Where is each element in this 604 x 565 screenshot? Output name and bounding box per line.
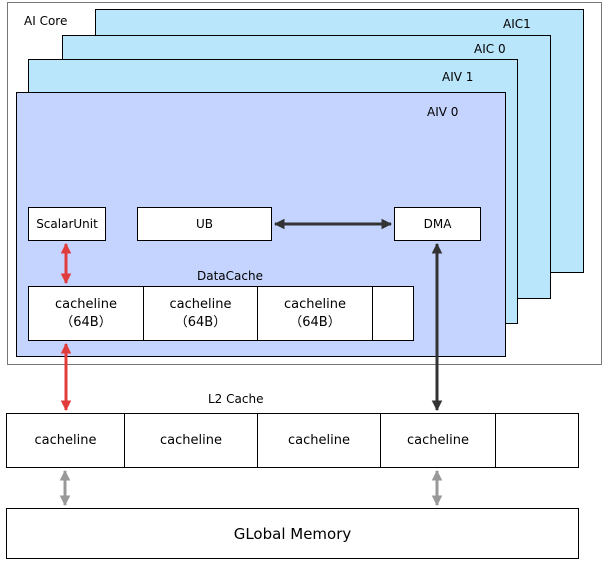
l2-cache-cell-name: cacheline [407,432,469,448]
ub-box: UB [137,207,272,241]
global-memory-box: GLobal Memory [6,508,579,559]
data-cache-cell-size: （64B） [60,314,112,330]
aic0-label: AIC 0 [474,42,506,56]
l2-cache-cell-name: cacheline [160,432,222,448]
data-cache-cell-size: （64B） [174,314,227,330]
ai-core-title: AI Core [24,14,68,28]
aiv0-label: AIV 0 [427,105,459,119]
data-cache-cell: cacheline （64B） [144,287,258,340]
data-cache-cell-size: （64B） [289,314,341,330]
data-cache-cell-name: cacheline [169,296,232,312]
ub-label: UB [195,217,213,231]
data-cache-cell-name: cacheline [55,296,117,312]
l2-cache-cell-name: cacheline [34,432,97,448]
scalar-unit-box: ScalarUnit [28,207,106,241]
l2-cache-cell: cacheline [258,414,381,467]
dma-box: DMA [394,207,481,241]
data-cache-row: cacheline （64B） cacheline （64B） cachelin… [28,286,414,341]
l2-cache-cell: cacheline [7,414,125,467]
data-cache-cell: cacheline （64B） [258,287,373,340]
global-memory-label: GLobal Memory [233,524,352,543]
l2-cache-cell-name: cacheline [288,432,350,448]
scalar-unit-label: ScalarUnit [36,217,98,231]
l2-cache-cell: cacheline [125,414,258,467]
data-cache-cell: cacheline （64B） [29,287,144,340]
aic1-label: AIC1 [503,17,531,31]
l2-cache-cell: cacheline [381,414,496,467]
l2-cache-row: cacheline cacheline cacheline cacheline [6,413,579,468]
l2-cache-title: L2 Cache [208,392,264,406]
data-cache-cell-name: cacheline [284,296,346,312]
data-cache-title: DataCache [197,269,263,283]
aiv1-label: AIV 1 [442,70,474,84]
dma-label: DMA [423,217,452,231]
